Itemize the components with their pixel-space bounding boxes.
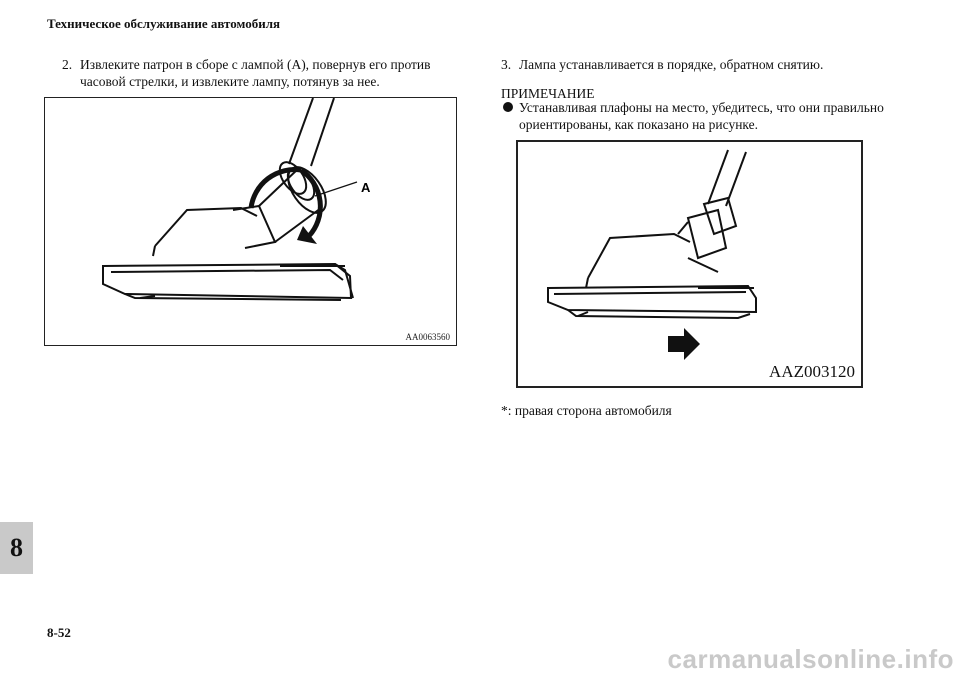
note-bullet-line-2: ориентированы, как показано на рисунке.	[519, 117, 759, 132]
lamp-removal-illustration: A	[102, 97, 371, 301]
watermark: carmanualsonline.info	[667, 644, 954, 674]
figure-code: AA0063560	[405, 332, 451, 342]
figure-lamp-orientation: AAZ003120	[516, 140, 863, 388]
bullet-icon	[503, 102, 513, 112]
lamp-orientation-illustration	[547, 149, 757, 360]
step-2-line-2: часовой стрелки, и извлеките лампу, потя…	[80, 74, 380, 89]
step-2-line-1: Извлеките патрон в сборе с лампой (A), п…	[80, 57, 431, 72]
figure-lamp-removal: A AA0063560	[44, 97, 457, 346]
page-number: 8-52	[47, 625, 71, 640]
step-3-text: Лампа устанавливается в порядке, обратно…	[519, 57, 824, 72]
label-a: A	[361, 180, 371, 195]
chapter-tab: 8	[0, 522, 33, 574]
direction-arrow-icon	[668, 328, 700, 360]
note-bullet-line-1: Устанавливая плафоны на место, убедитесь…	[519, 100, 884, 115]
figure-code-2: AAZ003120	[769, 362, 855, 381]
footnote: *: правая сторона автомобиля	[501, 403, 672, 418]
note-title: ПРИМЕЧАНИЕ	[501, 86, 595, 101]
page-header: Техническое обслуживание автомобиля	[47, 16, 281, 31]
step-2-number: 2.	[62, 57, 73, 72]
step-3-number: 3.	[501, 57, 512, 72]
